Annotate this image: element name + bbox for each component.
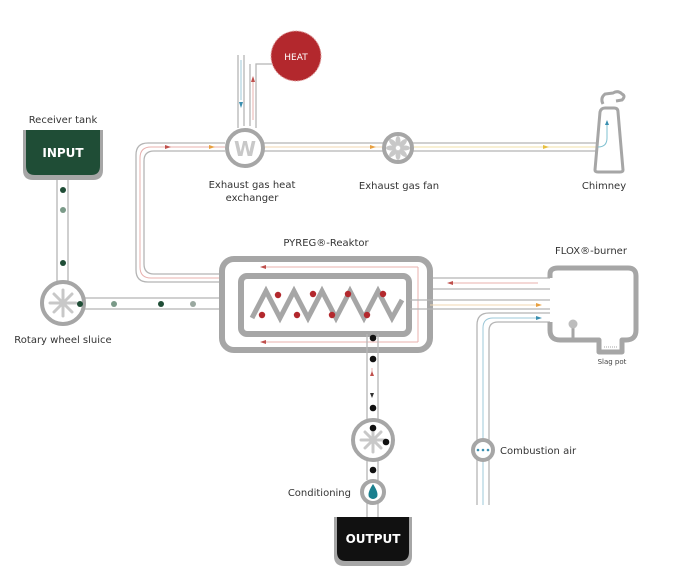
reactor-label: PYREG®-Reaktor: [283, 238, 369, 249]
input-box-text: INPUT: [42, 146, 84, 160]
slag-pot-label: Slag pot: [598, 358, 627, 366]
chimney: Chimney: [582, 90, 626, 192]
output-tank: OUTPUT: [334, 517, 412, 566]
sluice-star-icon: [48, 288, 78, 318]
burner-label: FLOX®-burner: [555, 246, 628, 257]
heat-circle: [270, 30, 322, 82]
heat-exchanger-symbol: W: [234, 137, 256, 161]
heat-exchanger-label-2: exchanger: [226, 193, 280, 204]
sluice-label: Rotary wheel sluice: [14, 335, 111, 346]
smoke-icon: [600, 90, 626, 105]
heat-exchanger-label-1: Exhaust gas heat: [209, 180, 296, 191]
screw-conveyor: [249, 285, 405, 324]
feed-particles-horizontal: [111, 301, 196, 307]
heat-output: HEAT: [270, 30, 322, 82]
fan-icon: [386, 136, 410, 160]
conditioning: Conditioning: [288, 479, 386, 505]
input-feed-pipe: [56, 178, 69, 286]
reactor-particles: [258, 290, 387, 319]
exhaust-gas-line: [135, 142, 600, 283]
char-discharge-line: [366, 334, 379, 520]
air-dots-icon: [476, 448, 490, 452]
chimney-label: Chimney: [582, 181, 626, 192]
water-drop-icon: [368, 484, 378, 499]
output-box-text: OUTPUT: [346, 532, 402, 546]
combustion-air-label: Combustion air: [500, 446, 577, 457]
flox-burner: FLOX®-burner Slag pot: [547, 246, 639, 366]
exhaust-gas-fan: Exhaust gas fan: [359, 132, 439, 192]
discharge-star-icon: [359, 426, 387, 454]
combustion-air-line: Combustion air: [471, 312, 577, 505]
exhaust-gas-heat-exchanger: W Exhaust gas heat exchanger: [209, 128, 296, 204]
sluice-to-reactor-pipe: [80, 297, 222, 310]
discharge-rotary-sluice: [351, 418, 395, 462]
exhaust-fan-label: Exhaust gas fan: [359, 181, 439, 192]
reactor-burner-pipes: [410, 277, 550, 310]
heat-circuit-lines: [237, 55, 272, 128]
feed-particles: [60, 187, 66, 289]
conditioning-label: Conditioning: [288, 488, 351, 499]
receiver-tank: Receiver tank INPUT: [23, 115, 103, 180]
rotary-wheel-sluice: Rotary wheel sluice: [14, 280, 112, 346]
receiver-tank-label: Receiver tank: [29, 115, 98, 126]
pyreg-reactor: PYREG®-Reaktor: [219, 238, 433, 353]
heat-text: HEAT: [284, 53, 308, 63]
